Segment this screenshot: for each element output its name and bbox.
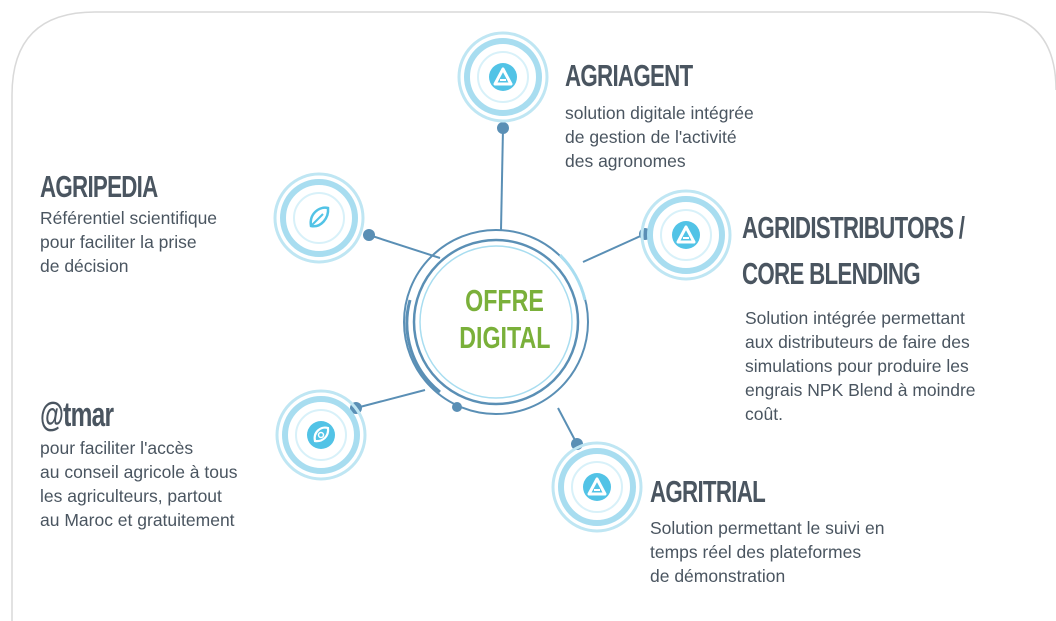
connector-atmar: [355, 389, 426, 409]
agritrial-title: AGRITRIAL: [650, 474, 766, 509]
agridistributors-title-line1: AGRIDISTRIBUTORS /: [742, 210, 965, 245]
triangle-logo-icon: [670, 219, 702, 251]
agridistributors-title-line2: CORE BLENDING: [742, 256, 921, 291]
node-agripedia-ring: [275, 174, 363, 262]
dot-agriagent: [497, 122, 509, 134]
connector-agriagent: [500, 127, 504, 231]
agriagent-title: AGRIAGENT: [565, 58, 693, 93]
frame-border: [11, 11, 1056, 621]
connector-agritrial: [557, 407, 578, 445]
leaf-spiral-icon: [307, 421, 335, 449]
node-agriagent-ring: [459, 33, 547, 121]
agriagent-description: solution digitale intégrée de gestion de…: [565, 103, 754, 171]
agridistributors-description: Solution intégrée permettant aux distrib…: [745, 308, 976, 424]
connector-agridistributors: [582, 233, 646, 263]
connectors: [355, 127, 646, 445]
center-hub: [403, 229, 589, 415]
dot-agripedia: [363, 229, 375, 241]
agripedia-description: Référentiel scientifique pour faciliter …: [40, 208, 218, 276]
atmar-description: pour faciliter l'accès au conseil agrico…: [40, 438, 238, 530]
node-agridistributors-ring: [642, 191, 730, 279]
node-atmar-ring: [277, 391, 365, 479]
agritrial-description: Solution permettant le suivi en temps ré…: [650, 518, 885, 586]
center-label-line2: DIGITAL: [459, 320, 551, 355]
dot-hub: [452, 402, 462, 412]
triangle-logo-icon: [487, 61, 519, 93]
connector-agripedia: [368, 234, 441, 259]
node-agritrial-ring: [553, 443, 641, 531]
triangle-logo-icon: [581, 471, 613, 503]
agripedia-title: AGRIPEDIA: [40, 169, 158, 204]
center-label-line1: OFFRE: [465, 283, 545, 318]
atmar-title: @tmar: [40, 396, 114, 434]
leaf-icon: [309, 206, 330, 228]
